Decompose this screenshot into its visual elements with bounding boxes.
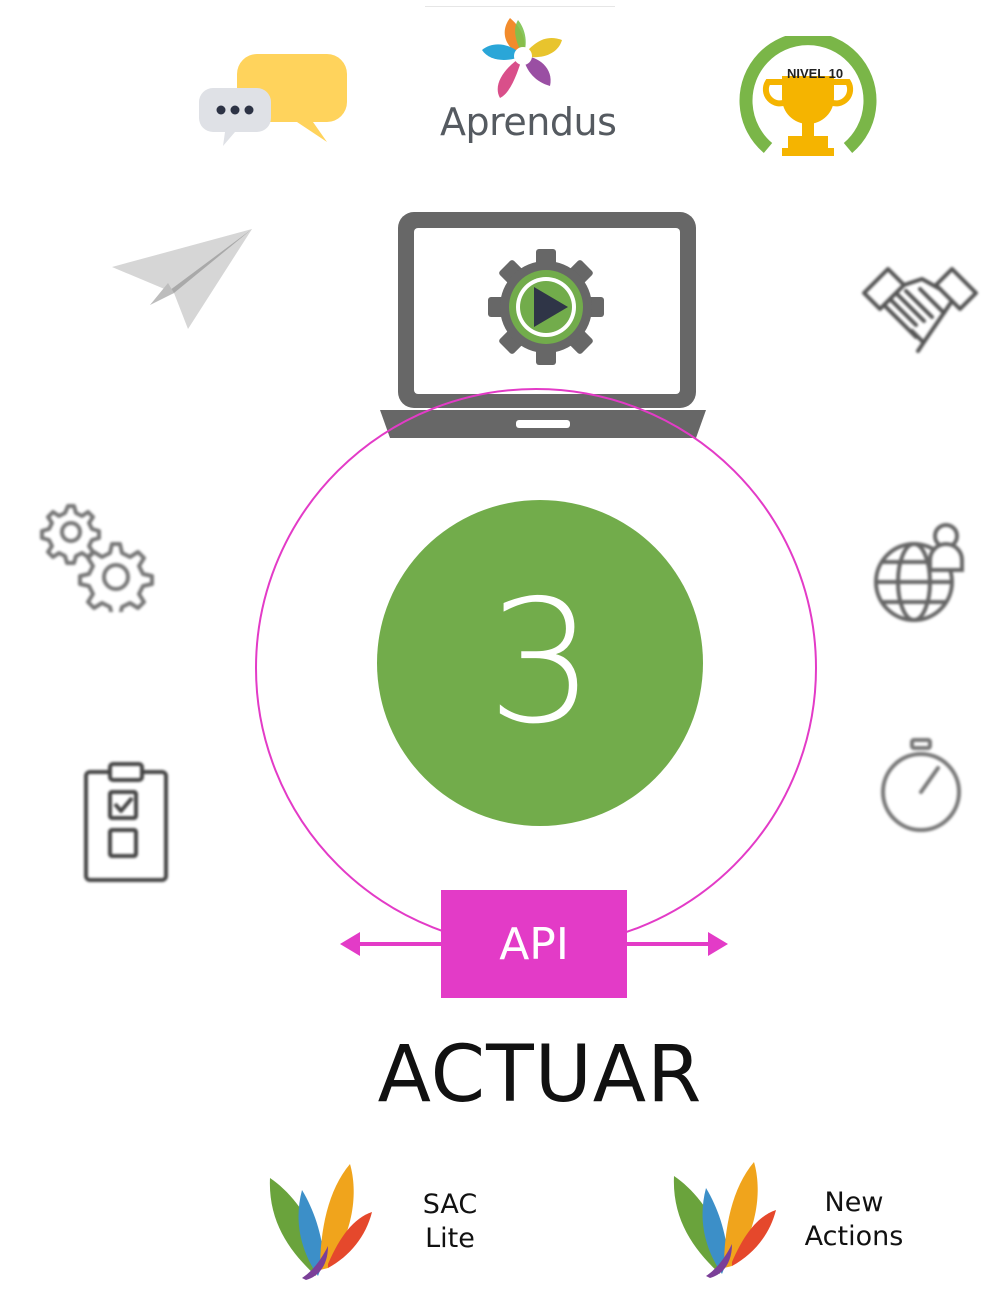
step-number: 3 — [486, 564, 596, 762]
product-1-line1: SAC — [422, 1189, 478, 1220]
stopwatch-icon — [881, 738, 961, 832]
sac-lite-logo — [269, 1164, 372, 1280]
brand-name: Aprendus — [440, 100, 617, 144]
chat-bubbles-icon — [199, 54, 347, 146]
api-box: API — [441, 890, 627, 998]
globe-person-icon — [874, 523, 964, 622]
step-circle — [377, 500, 703, 826]
api-arrows — [340, 932, 728, 956]
product-label-2: New Actions — [784, 1186, 924, 1254]
gears-icon — [40, 504, 154, 612]
product-2-line2: Actions — [804, 1221, 904, 1252]
aprendus-flower-logo — [482, 18, 562, 98]
laptop-gear-play-icon — [380, 212, 706, 438]
handshake-icon — [862, 267, 978, 353]
paper-plane-icon — [112, 229, 252, 329]
trophy-badge-icon — [739, 36, 877, 156]
api-label: API — [499, 918, 569, 970]
new-actions-logo — [673, 1162, 776, 1278]
checklist-icon — [84, 762, 168, 882]
top-divider — [425, 6, 615, 7]
stage-title: ACTUAR — [377, 1030, 703, 1120]
product-2-line1: New — [824, 1187, 884, 1218]
product-label-1: SAC Lite — [390, 1188, 510, 1256]
product-1-line2: Lite — [425, 1223, 475, 1254]
level-badge-text: NIVEL 10 — [786, 66, 844, 81]
